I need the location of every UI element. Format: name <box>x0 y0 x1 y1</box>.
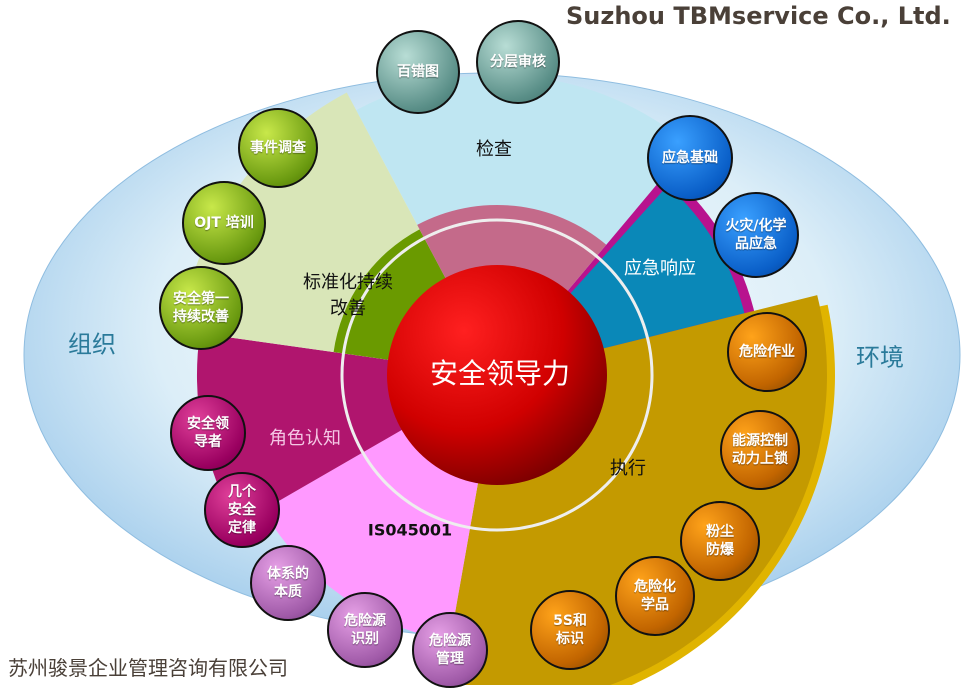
item-ball: 火灾/化学品应急 <box>713 192 799 278</box>
item-ball: 应急基础 <box>647 115 733 201</box>
item-ball: 安全第一持续改善 <box>159 266 243 350</box>
item-ball: 安全领导者 <box>170 395 246 471</box>
label-organization: 组织 <box>68 330 116 359</box>
sector-execution <box>442 295 827 685</box>
item-ball: 危险作业 <box>727 312 807 392</box>
watermark-en: Suzhou TBMservice Co., Ltd. <box>566 2 951 30</box>
sector-label-emergency: 应急响应 <box>624 258 696 279</box>
sector-label-execution: 执行 <box>610 458 646 479</box>
item-ball: 事件调查 <box>238 108 318 188</box>
item-ball: 几个安全定律 <box>204 472 280 548</box>
item-ball: 危险源管理 <box>412 612 488 688</box>
sector-standardization-inner <box>333 229 451 362</box>
center-label: 安全领导力 <box>429 357 571 390</box>
sector-emergency <box>563 185 745 351</box>
item-ball: 体系的本质 <box>250 545 326 621</box>
sector-label-inspection: 检查 <box>476 139 512 160</box>
sector-iso <box>263 425 480 641</box>
sector-label-iso: IS045001 <box>367 520 453 540</box>
item-ball: 粉尘防爆 <box>680 501 760 581</box>
item-ball: 分层审核 <box>476 20 560 104</box>
item-ball: 危险化学品 <box>615 556 695 636</box>
center-ball <box>387 265 607 485</box>
sector-label-role: 角色认知 <box>269 428 341 449</box>
cycle-ring <box>340 218 654 532</box>
item-ball: 危险源识别 <box>327 592 403 668</box>
item-ball: 百错图 <box>376 30 460 114</box>
sector-label-standardization: 标准化持续改善 <box>303 272 393 319</box>
item-ball: 能源控制动力上锁 <box>720 410 800 490</box>
item-ball: 5S和标识 <box>530 590 610 670</box>
item-ball: OJT 培训 <box>182 181 266 265</box>
watermark-cn: 苏州骏景企业管理咨询有限公司 <box>8 656 288 680</box>
label-environment: 环境 <box>856 343 904 372</box>
